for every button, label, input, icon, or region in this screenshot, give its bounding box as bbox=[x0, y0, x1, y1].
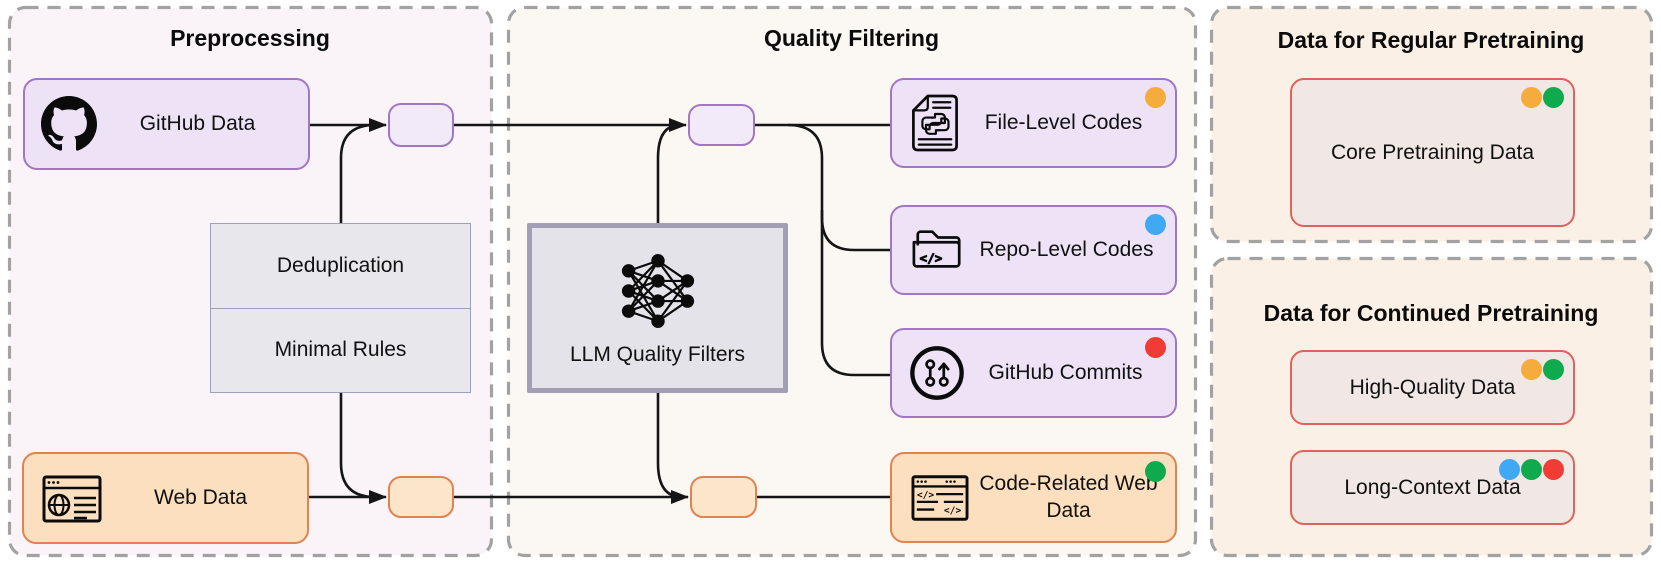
github-data-box: GitHub Data bbox=[23, 78, 310, 170]
merge-node-web bbox=[388, 476, 454, 518]
repo-level-codes-label: Repo-Level Codes bbox=[979, 237, 1154, 261]
blue-dot bbox=[1499, 459, 1520, 480]
merge-node-github bbox=[388, 103, 454, 147]
core-pretraining-data-dots bbox=[1521, 87, 1564, 108]
high-quality-data-label: High-Quality Data bbox=[1349, 375, 1516, 399]
file-level-codes-dots bbox=[1145, 87, 1166, 108]
llm-quality-filters-label: LLM Quality Filters bbox=[569, 343, 746, 366]
file-level-codes-label: File-Level Codes bbox=[984, 110, 1143, 134]
git-commits-icon bbox=[910, 346, 964, 400]
repo-level-codes-dots bbox=[1145, 214, 1166, 235]
neural-network-icon bbox=[621, 254, 694, 328]
edge-filter1-to-commits bbox=[820, 210, 890, 377]
regular-pretraining-title: Data for Regular Pretraining bbox=[1277, 27, 1585, 53]
code-browser-icon: </> </> bbox=[911, 474, 969, 521]
code-related-web-data-dots bbox=[1145, 461, 1166, 482]
code-glyph: </> bbox=[920, 251, 943, 266]
preprocessing-steps-box: Deduplication Minimal Rules bbox=[210, 223, 471, 393]
llm-quality-filters-box: LLM Quality Filters bbox=[527, 223, 788, 393]
yellow-dot bbox=[1145, 87, 1166, 108]
core-pretraining-data-label: Core Pretraining Data bbox=[1330, 140, 1535, 164]
minimal-rules-step: Minimal Rules bbox=[274, 338, 407, 362]
green-dot bbox=[1521, 459, 1542, 480]
red-dot bbox=[1145, 337, 1166, 358]
long-context-data-box: Long-Context Data bbox=[1290, 450, 1575, 525]
quality-filtering-title: Quality Filtering bbox=[763, 25, 940, 51]
red-dot bbox=[1543, 459, 1564, 480]
green-dot bbox=[1543, 359, 1564, 380]
python-document-icon bbox=[912, 94, 958, 152]
file-level-codes-box: File-Level Codes bbox=[890, 78, 1177, 168]
github-commits-box: GitHub Commits bbox=[890, 328, 1177, 418]
edge-llm-to-filter2 bbox=[656, 393, 683, 499]
edge-dedup-to-merge1 bbox=[339, 123, 376, 223]
yellow-dot bbox=[1521, 359, 1542, 380]
connector-lines bbox=[308, 118, 890, 504]
yellow-dot bbox=[1521, 87, 1542, 108]
github-commits-label: GitHub Commits bbox=[988, 360, 1143, 384]
browser-globe-icon bbox=[42, 475, 102, 523]
deduplication-step: Deduplication bbox=[211, 224, 470, 309]
long-context-data-label: Long-Context Data bbox=[1344, 475, 1521, 499]
code-folder-icon: </> bbox=[912, 230, 961, 268]
code-related-web-data-label: Code-Related Web Data bbox=[979, 472, 1158, 522]
repo-level-codes-box: </> Repo-Level Codes bbox=[890, 205, 1177, 295]
filter-node-code bbox=[688, 104, 755, 146]
github-icon bbox=[41, 96, 97, 151]
high-quality-data-dots bbox=[1521, 359, 1564, 380]
core-pretraining-data-box: Core Pretraining Data bbox=[1290, 78, 1575, 227]
green-dot bbox=[1145, 461, 1166, 482]
filter-node-web bbox=[690, 476, 757, 518]
green-dot bbox=[1543, 87, 1564, 108]
code-glyph: </> bbox=[944, 505, 962, 516]
edge-llm-to-filter1 bbox=[656, 123, 681, 223]
github-data-label: GitHub Data bbox=[139, 111, 256, 135]
continued-pretraining-title: Data for Continued Pretraining bbox=[1263, 300, 1599, 326]
blue-dot bbox=[1145, 214, 1166, 235]
web-data-label: Web Data bbox=[154, 485, 247, 509]
code-related-web-data-box: </> </> Code-Related Web Data bbox=[890, 452, 1177, 543]
github-commits-dots bbox=[1145, 337, 1166, 358]
web-data-box: Web Data bbox=[22, 452, 309, 544]
code-glyph: </> bbox=[917, 490, 935, 501]
preprocessing-title: Preprocessing bbox=[170, 25, 330, 51]
high-quality-data-box: High-Quality Data bbox=[1290, 350, 1575, 425]
long-context-data-dots bbox=[1499, 459, 1564, 480]
